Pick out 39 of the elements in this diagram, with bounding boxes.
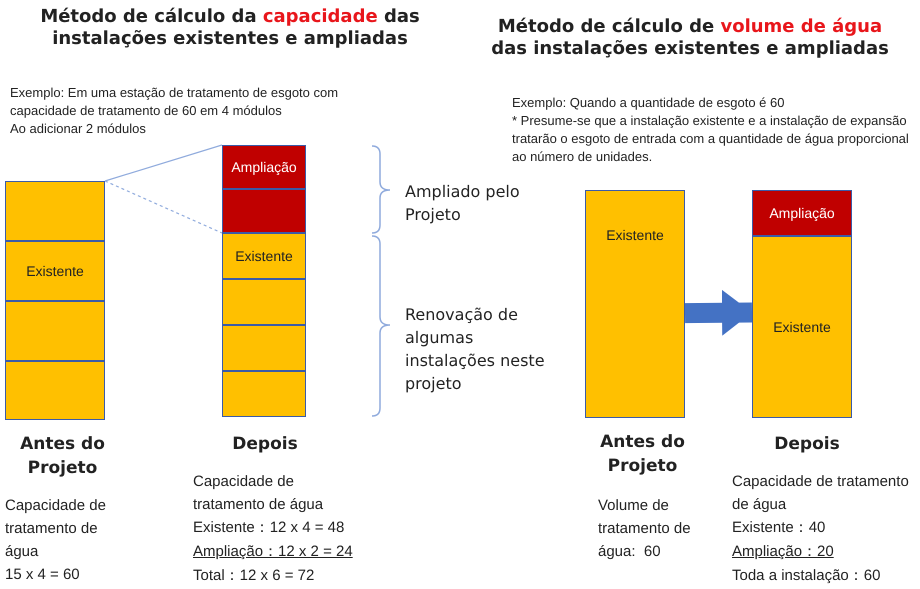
bracket-label: Renovação de algumas instalações neste projeto xyxy=(405,305,546,393)
module-block xyxy=(5,361,105,420)
module-block: Existente xyxy=(5,241,105,301)
result-text: Capacidade de tratamento de água xyxy=(5,497,107,560)
column-caption: Antes do Projeto xyxy=(600,432,686,476)
column-caption: Antes do Projeto xyxy=(20,434,106,478)
module-block xyxy=(222,325,306,371)
module-block: Ampliação xyxy=(752,190,852,236)
module-block xyxy=(5,301,105,361)
result-text: Capacidade de tratamento de água xyxy=(193,473,324,513)
module-block: Existente xyxy=(222,233,306,279)
formula-text: Ampliação：12 x 2 = 24 xyxy=(193,543,353,560)
projection-line xyxy=(104,180,222,234)
volume-block: Existente xyxy=(752,236,852,418)
formula-text: Ampliação：20 xyxy=(732,543,834,560)
module-block xyxy=(5,181,105,241)
example-text: Exemplo: Quando a quantidade de esgoto é 60 xyxy=(512,95,784,110)
block-arrow xyxy=(684,290,752,336)
heading: Método de cálculo da capacidade das instalações existentes e ampliadas xyxy=(40,6,421,49)
formula-text: Toda a instalação：60 xyxy=(732,567,880,584)
example-text: Exemplo: Em uma estação de tratamento de esgoto com capacidade de tratamento de 60 em 4 módulos xyxy=(10,85,340,118)
module-block xyxy=(222,279,306,325)
module-block xyxy=(222,189,306,233)
result-text: Capacidade de tratamento de água xyxy=(732,473,910,513)
bracket-label: Ampliado pelo Projeto xyxy=(405,182,521,224)
note-text: * Presume-se que a instalação existente e a instalação de expansão tratarão o esgoto de entrada com a quantidade de água proporcional ao número de unidades. xyxy=(512,113,910,164)
column-caption: Depois xyxy=(774,434,840,454)
formula-text: Existente：12 x 4 = 48 xyxy=(193,519,344,536)
example-text: Ao adicionar 2 módulos xyxy=(10,121,146,136)
formula-text: Total：12 x 6 = 72 xyxy=(193,567,314,584)
result-text: Volume de tratamento de água: 60 xyxy=(598,497,692,560)
module-block xyxy=(222,371,306,417)
volume-block: Existente xyxy=(585,190,685,418)
module-block: Ampliação xyxy=(222,145,306,189)
heading: Método de cálculo de volume de água das instalações existentes e ampliadas xyxy=(491,16,889,59)
column-caption: Depois xyxy=(232,434,298,454)
formula-text: 15 x 4 = 60 xyxy=(5,566,80,583)
formula-text: Existente：40 xyxy=(732,519,826,536)
projection-line xyxy=(104,144,222,182)
